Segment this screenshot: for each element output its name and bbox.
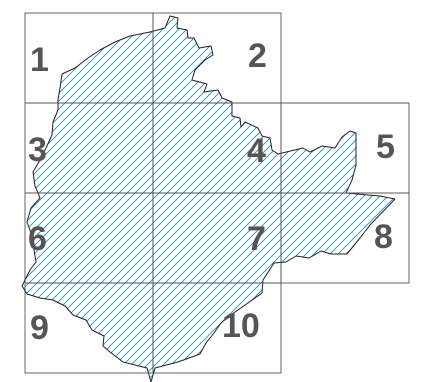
- tile-label-9: 9: [30, 309, 49, 347]
- tile-label-8: 8: [374, 218, 393, 256]
- tile-label-6: 6: [28, 220, 47, 258]
- tile-label-10: 10: [222, 307, 260, 345]
- tile-label-5: 5: [376, 128, 395, 166]
- tile-label-2: 2: [248, 37, 267, 75]
- tile-label-7: 7: [247, 220, 266, 258]
- tile-labels: 1 2 3 4 5 6 7 8 9 10: [28, 37, 395, 347]
- tile-label-3: 3: [28, 131, 47, 169]
- area-boundary: [21, 15, 396, 382]
- tile-label-1: 1: [30, 41, 49, 79]
- tile-grid-overlay: [25, 13, 409, 373]
- tile-label-4: 4: [247, 132, 266, 170]
